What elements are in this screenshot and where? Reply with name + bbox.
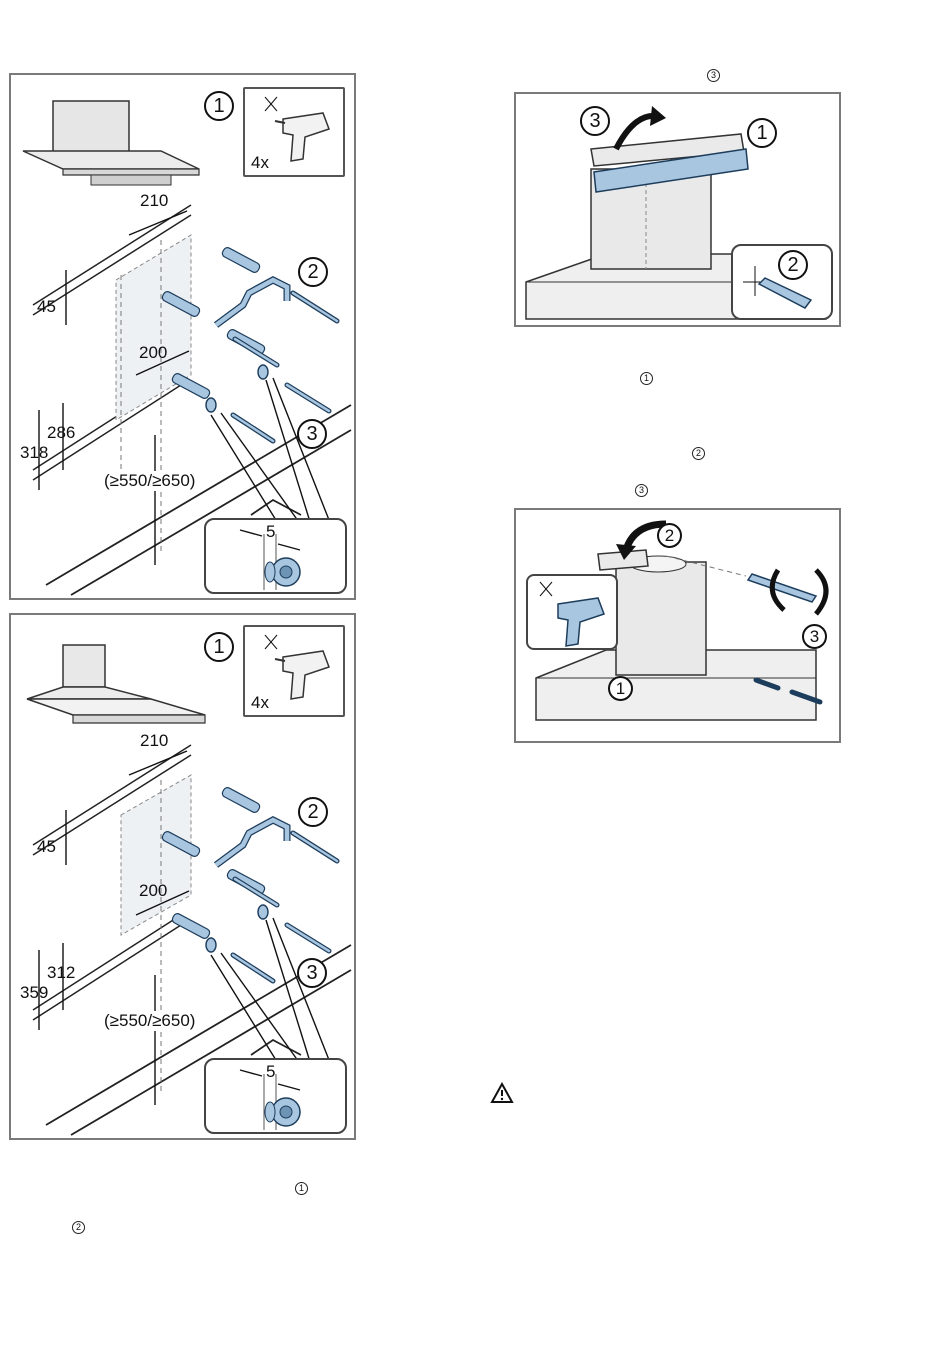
dimension-width: 210: [140, 731, 168, 751]
dimension-spacing: 200: [139, 881, 167, 901]
step-label-2: 2: [778, 250, 808, 280]
step-label-1: 1: [204, 632, 234, 662]
screw-detail-drawing: [206, 520, 345, 592]
drill-icon: [528, 576, 616, 648]
dimension-a: 312: [47, 963, 75, 983]
step-label-1: 1: [204, 91, 234, 121]
drill-inset-3: [526, 574, 618, 650]
step-label-1: 1: [608, 676, 633, 701]
detail-inset: 5: [204, 518, 347, 594]
drill-inset: 4x: [243, 87, 345, 177]
step-label-3: 3: [580, 106, 610, 136]
figure-wall-mounting-pyramid: 4x 1 2 3 210 45 200 312 359 (≥550/≥650) …: [9, 613, 356, 1140]
drill-inset-2: 4x: [243, 625, 345, 717]
step-label-2: 2: [298, 257, 328, 287]
detail-gap: 5: [266, 522, 275, 542]
step-label-2: 2: [657, 523, 682, 548]
drill-count: 4x: [251, 153, 269, 173]
text-marker: 1: [640, 372, 653, 385]
dimension-a: 286: [47, 423, 75, 443]
step-label-3: 3: [297, 958, 327, 988]
detail-gap: 5: [266, 1062, 275, 1082]
screw-detail-drawing: [206, 1060, 345, 1132]
text-marker: 3: [635, 484, 648, 497]
step-label-3: 3: [802, 624, 827, 649]
warning-triangle-icon: [490, 1082, 514, 1104]
step-label-3: 3: [297, 419, 327, 449]
detail-inset-2: 5: [204, 1058, 347, 1134]
dimension-b: 359: [20, 983, 48, 1003]
dimension-vertical-small: 45: [37, 297, 56, 317]
dimension-vertical-small: 45: [37, 837, 56, 857]
dimension-width: 210: [140, 191, 168, 211]
figure-fix-bracket: 2 3 1: [514, 508, 841, 743]
drill-count: 4x: [251, 693, 269, 713]
step-label-2: 2: [298, 797, 328, 827]
step-label-1: 1: [747, 118, 777, 148]
text-marker: 2: [692, 447, 705, 460]
dimension-min-height: (≥550/≥650): [104, 1011, 195, 1031]
text-marker: 2: [72, 1221, 85, 1234]
dimension-min-height: (≥550/≥650): [104, 471, 195, 491]
dimension-spacing: 200: [139, 343, 167, 363]
text-marker: 1: [295, 1182, 308, 1195]
dimension-b: 318: [20, 443, 48, 463]
text-marker: 3: [707, 69, 720, 82]
figure-level-bracket: 3 1 2: [514, 92, 841, 327]
figure-wall-mounting-chimney: 4x 1 2 3 210 45 200 286 318 (≥550/≥650) …: [9, 73, 356, 600]
